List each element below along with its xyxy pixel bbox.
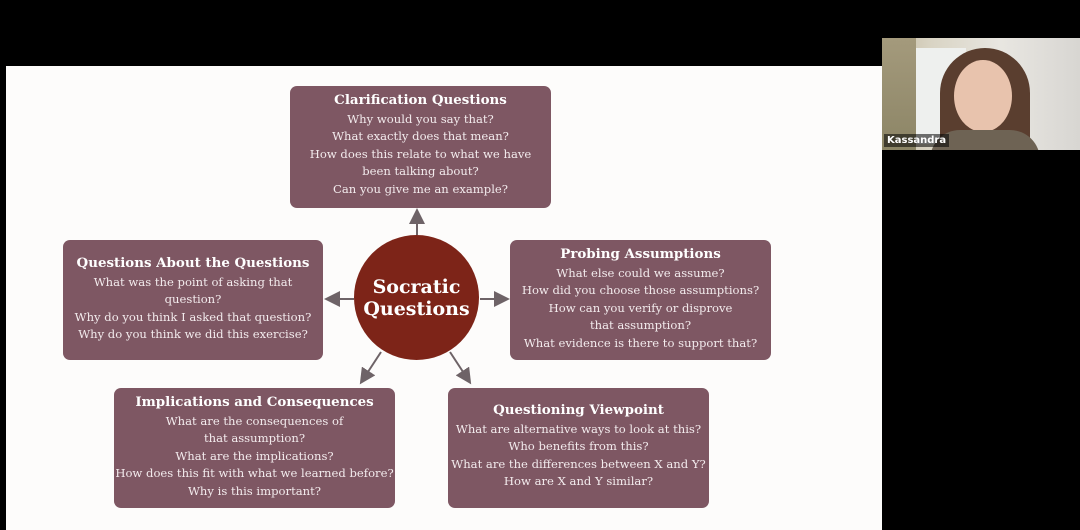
viewpoint-box: Questioning Viewpoint What are alternati…	[448, 388, 709, 508]
implications-line: What are the consequences of that assump…	[165, 413, 344, 446]
about-questions-line: Why do you think I asked that question?	[74, 309, 312, 324]
about-questions-box: Questions About the Questions What was t…	[63, 240, 323, 360]
clarification-line: How does this relate to what we have bee…	[309, 146, 532, 179]
implications-line: What are the implications?	[175, 448, 334, 463]
implications-title: Implications and Consequences	[135, 394, 374, 410]
probing-assumptions-title: Probing Assumptions	[560, 246, 721, 262]
participant-figure	[954, 60, 1012, 132]
viewpoint-line: What are the differences between X and Y…	[451, 456, 706, 471]
center-title-line: Questions	[363, 297, 470, 320]
clarification-line: Why would you say that?	[347, 111, 494, 126]
viewpoint-line: Who benefits from this?	[508, 439, 649, 454]
probing-assumptions-line: What evidence is there to support that?	[523, 335, 758, 350]
participant-name-label: Kassandra	[884, 134, 950, 147]
probing-assumptions-line: How did you choose those assumptions?	[521, 283, 760, 298]
viewpoint-line: How are X and Y similar?	[503, 474, 654, 489]
participant-figure	[930, 130, 1040, 150]
implications-box: Implications and Consequences What are t…	[114, 388, 395, 508]
probing-assumptions-box: Probing Assumptions What else could we a…	[510, 240, 771, 360]
socratic-questions-circle: Socratic Questions	[354, 235, 479, 360]
video-background	[882, 38, 916, 150]
viewpoint-line: What are alternative ways to look at thi…	[455, 421, 702, 436]
participant-video-tile[interactable]: Kassandra	[882, 38, 1080, 150]
viewpoint-title: Questioning Viewpoint	[493, 402, 664, 418]
clarification-title: Clarification Questions	[334, 92, 507, 108]
implications-line: Why is this important?	[188, 483, 321, 498]
implications-line: How does this fit with what we learned b…	[115, 466, 394, 481]
center-title-line: Socratic	[372, 275, 461, 298]
about-questions-line: Why do you think we did this exercise?	[78, 327, 308, 342]
clarification-line: Can you give me an example?	[333, 181, 508, 196]
probing-assumptions-line: What else could we assume?	[556, 265, 725, 280]
probing-assumptions-line: How can you verify or disprove that assu…	[548, 300, 733, 333]
clarification-line: What exactly does that mean?	[332, 129, 509, 144]
about-questions-line: What was the point of asking that questi…	[93, 274, 293, 307]
clarification-box: Clarification Questions Why would you sa…	[290, 86, 551, 208]
about-questions-title: Questions About the Questions	[76, 255, 310, 271]
